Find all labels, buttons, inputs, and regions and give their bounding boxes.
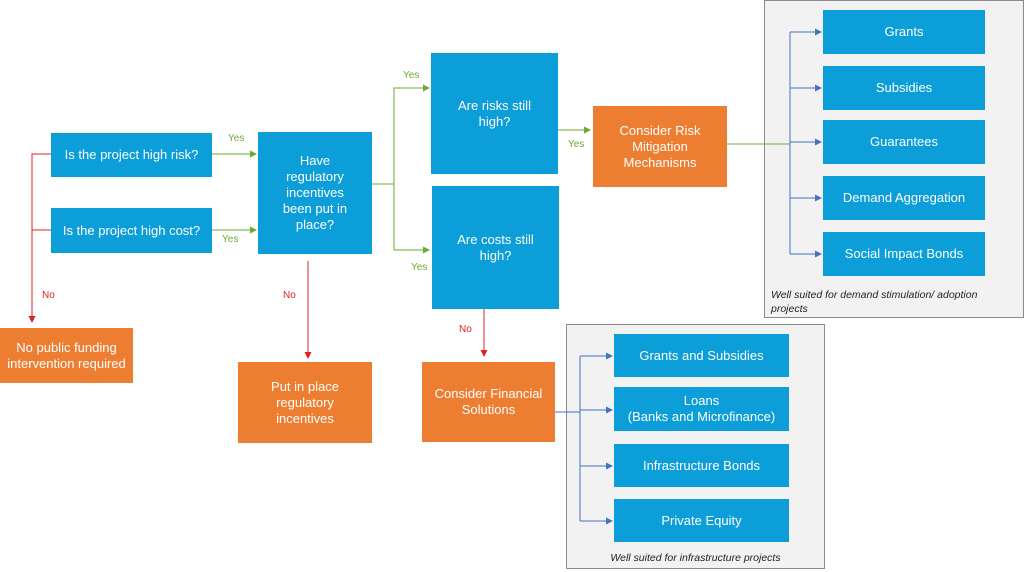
yes-label-regulatory-to-risks: Yes — [403, 70, 420, 81]
demand-panel-note: Well suited for demand stimulation/ adop… — [771, 289, 978, 315]
option-private-equity: Private Equity — [614, 499, 789, 542]
yes-label-high-cost: Yes — [222, 234, 239, 245]
regulatory-incentives-question: Have regulatory incentives been put in p… — [258, 132, 372, 254]
yes-label-high-risk: Yes — [228, 133, 245, 144]
risks-still-high-question: Are risks still high? — [431, 53, 558, 174]
option-subsidies: Subsidies — [823, 66, 985, 110]
yes-label-regulatory-to-costs: Yes — [411, 262, 428, 273]
option-grants-and-subsidies: Grants and Subsidies — [614, 334, 789, 377]
no-label-costs: No — [459, 324, 472, 335]
option-social-impact-bonds: Social Impact Bonds — [823, 232, 985, 276]
financial-solutions-action: Consider Financial Solutions — [422, 362, 555, 442]
risk-mitigation-action: Consider Risk Mitigation Mechanisms — [593, 106, 727, 187]
no-funding-outcome: No public funding intervention required — [0, 328, 133, 383]
yes-label-risks-still-high: Yes — [568, 139, 585, 150]
option-loans: Loans (Banks and Microfinance) — [614, 387, 789, 431]
infrastructure-panel-note: Well suited for infrastructure projects — [610, 552, 781, 564]
put-regulatory-incentives-action: Put in place regulatory incentives — [238, 362, 372, 443]
costs-still-high-question: Are costs still high? — [432, 186, 559, 309]
high-risk-question: Is the project high risk? — [51, 133, 212, 177]
option-infrastructure-bonds: Infrastructure Bonds — [614, 444, 789, 487]
option-grants: Grants — [823, 10, 985, 54]
no-label-funding: No — [42, 290, 55, 301]
high-cost-question: Is the project high cost? — [51, 208, 212, 253]
option-demand-aggregation: Demand Aggregation — [823, 176, 985, 220]
no-label-regulatory: No — [283, 290, 296, 301]
option-guarantees: Guarantees — [823, 120, 985, 164]
